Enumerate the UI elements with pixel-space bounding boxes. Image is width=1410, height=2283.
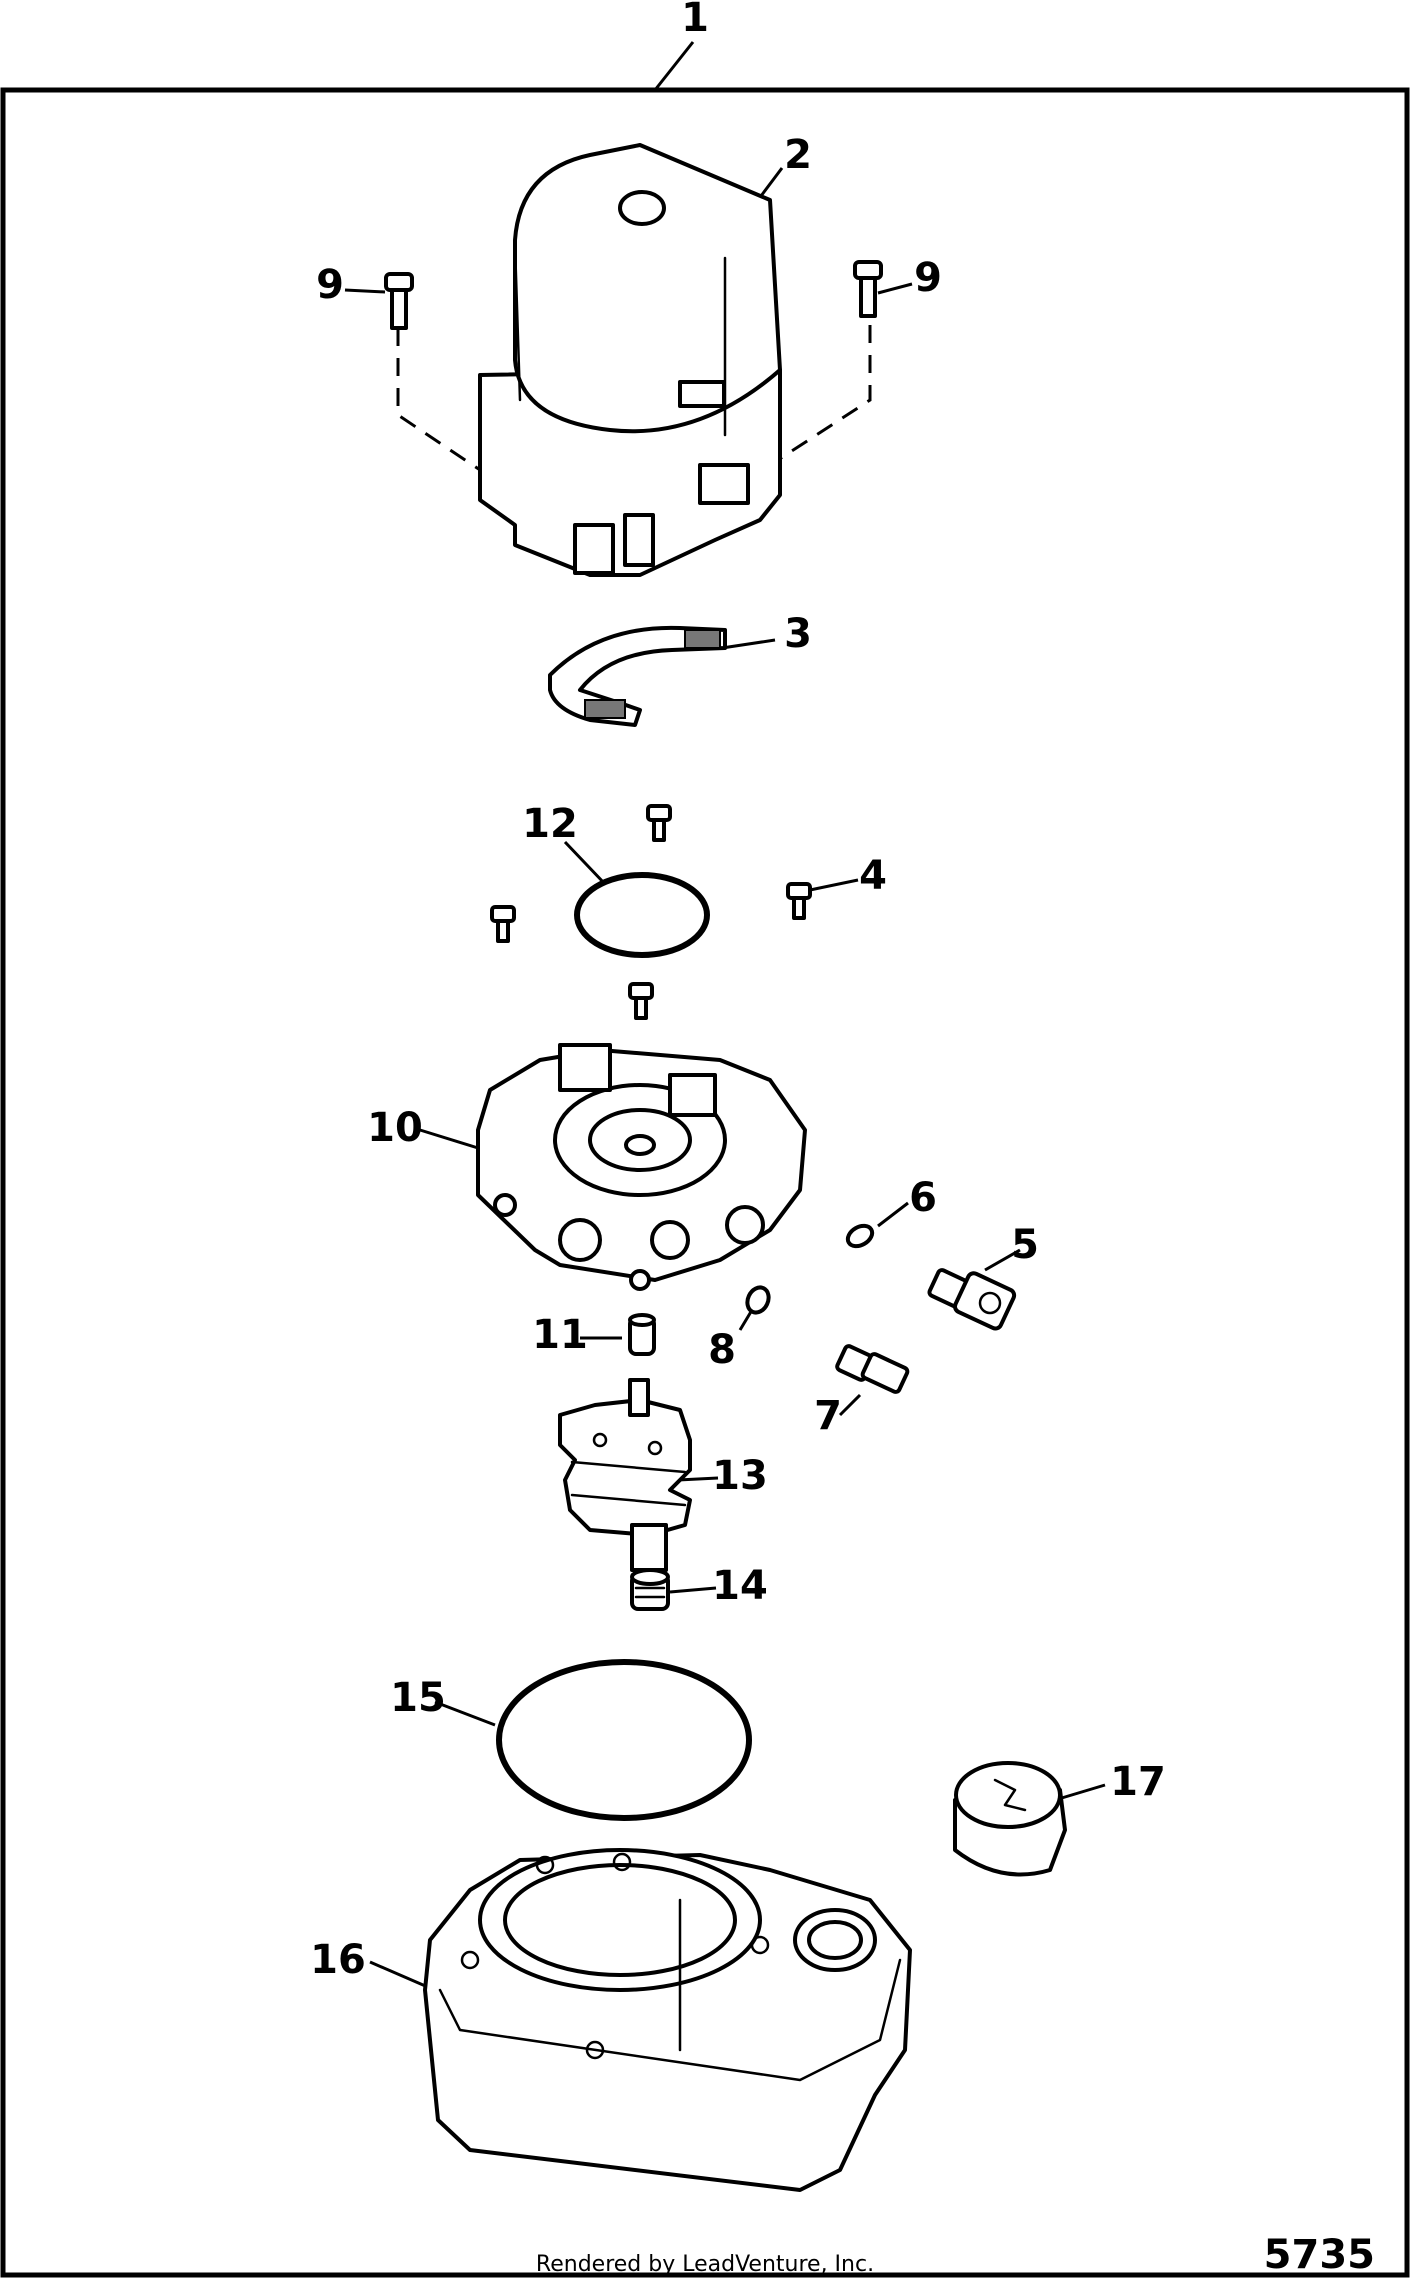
callout-9-left: 9 [316,262,344,308]
screw-top [646,804,672,842]
callout-5: 5 [1011,1222,1039,1268]
o-ring-small [574,872,710,958]
screw-right [786,882,812,920]
reservoir-cap [953,1761,1067,1877]
filter [630,1568,670,1611]
callout-7: 7 [814,1393,842,1439]
callout-10: 10 [367,1105,423,1151]
pump-housing [476,1043,807,1291]
circuit-plate [548,625,727,727]
callout-2: 2 [784,132,812,178]
callout-17: 17 [1110,1759,1166,1805]
o-ring-8 [745,1285,771,1315]
fitting-5 [927,1268,1017,1331]
bolt-path-left [396,328,496,482]
fitting-7 [835,1344,910,1394]
render-credit: Rendered by LeadVenture, Inc. [535,2252,875,2277]
callout-15: 15 [390,1675,446,1721]
figure-number: 5735 [1263,2232,1375,2278]
reservoir [423,1848,912,2192]
callout-14: 14 [712,1563,768,1609]
callout-12: 12 [522,801,578,847]
callout-labels: 1 2 3 4 5 6 7 8 9 9 10 11 12 13 14 15 16… [310,0,1166,1983]
bolt-left [384,272,414,330]
pin [628,1313,656,1356]
callout-8: 8 [708,1327,736,1373]
motor [478,143,782,577]
callout-3: 3 [784,611,812,657]
o-ring-6 [845,1223,875,1249]
screw-left [490,905,516,943]
o-ring-large [496,1659,752,1821]
leader-lines [344,41,1106,1990]
callout-11: 11 [532,1312,588,1358]
screw-bottom [628,982,654,1020]
bolt-path-right [754,325,872,477]
callout-4: 4 [859,853,887,899]
callout-9-right: 9 [914,255,942,301]
assembly-frame [0,87,1410,2278]
gear-pump [558,1378,692,1572]
callout-13: 13 [712,1453,768,1499]
bolt-right [853,260,883,318]
callout-16: 16 [310,1937,366,1983]
callout-1: 1 [681,0,709,41]
callout-6: 6 [909,1175,937,1221]
